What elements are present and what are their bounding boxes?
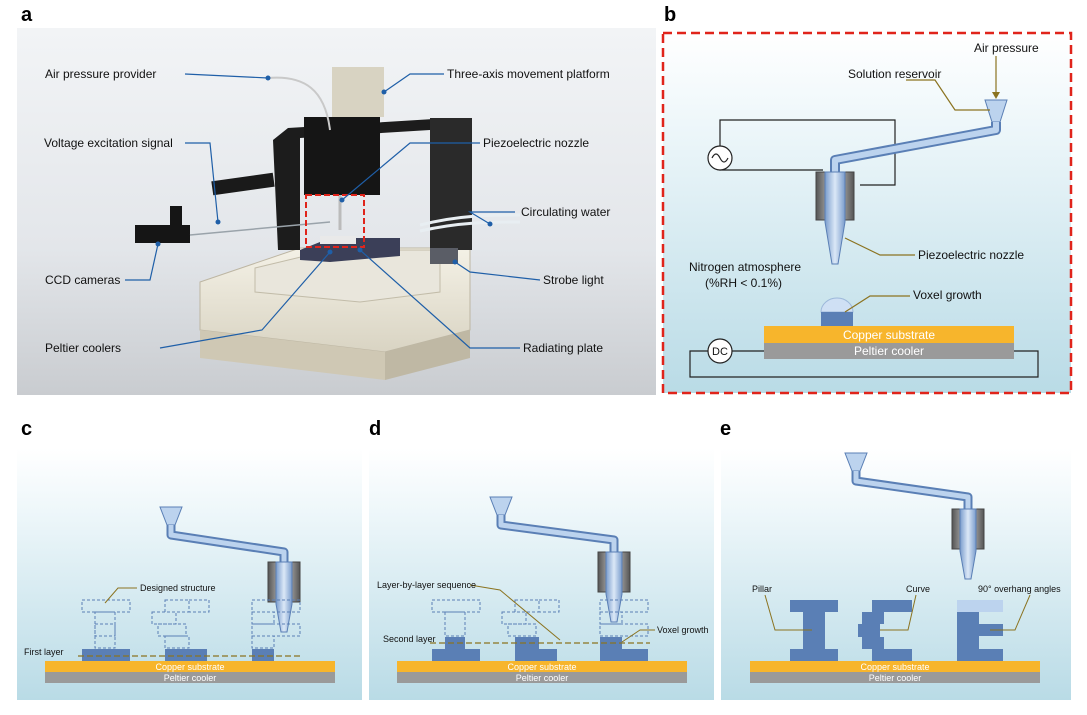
dc-source-icon: [707, 338, 733, 364]
c-first-layer-2: [165, 649, 207, 661]
d-leaders: [469, 584, 655, 643]
d-label-copper-substrate: Copper substrate: [507, 662, 576, 672]
label-peltier-coolers: Peltier coolers: [45, 341, 121, 355]
camera-top: [211, 172, 275, 196]
c-leaders: [104, 587, 137, 604]
strobe-light-device: [430, 248, 458, 264]
panel-a-leaders: [125, 73, 541, 349]
c-nozzle: [275, 561, 293, 633]
label-radiating-plate: Radiating plate: [523, 341, 603, 355]
substrate-plate: [320, 236, 356, 244]
label-copper-substrate-b: Copper substrate: [843, 328, 935, 342]
nozzle-body: [824, 171, 846, 265]
label-nitrogen-rh: (%RH < 0.1%): [705, 276, 782, 290]
c-copper-substrate: [45, 661, 335, 672]
d-label-voxel-growth: Voxel growth: [657, 625, 709, 635]
c-label-first-layer: First layer: [24, 647, 64, 657]
e-pillar-structure: [790, 600, 838, 661]
copper-substrate: [764, 326, 1014, 343]
label-voxel-growth-b: Voxel growth: [913, 288, 982, 302]
d-label-second-layer: Second layer: [383, 634, 436, 644]
panel-b-letter: b: [664, 4, 677, 26]
voxel-block: [821, 312, 853, 326]
c-label-designed-structure: Designed structure: [140, 583, 216, 593]
e-label-curve: Curve: [906, 584, 930, 594]
panel-d-letter: d: [369, 418, 382, 440]
z-axis-carriage: [304, 117, 380, 195]
water-tube: [419, 213, 521, 227]
voltage-circuit-wire: [719, 119, 896, 186]
label-air-pressure-provider: Air pressure provider: [45, 67, 156, 81]
panel-e: Pillar Curve 90° overhang angles Copper …: [721, 448, 1071, 700]
c-feed-tube-inner: [168, 525, 287, 562]
c-peltier-cooler: [45, 672, 335, 683]
d-second-layer-1: [445, 637, 465, 649]
dc-circuit-wire: [689, 350, 1039, 378]
e-label-overhang: 90° overhang angles: [978, 584, 1061, 594]
label-peltier-cooler-b: Peltier cooler: [854, 344, 924, 358]
e-leaders: [764, 594, 1031, 631]
label-piezoelectric-nozzle: Piezoelectric nozzle: [483, 136, 589, 150]
d-label-layer-sequence: Layer-by-layer sequence: [377, 580, 476, 590]
label-piezoelectric-nozzle-b: Piezoelectric nozzle: [918, 248, 1024, 262]
e-nozzle: [959, 508, 977, 580]
label-ccd-cameras: CCD cameras: [45, 273, 120, 287]
machine-base-side: [385, 330, 470, 380]
e-peltier-cooler: [750, 672, 1040, 683]
voxel-dome: [820, 297, 854, 313]
camera-mount: [170, 206, 182, 234]
peltier-cooler: [764, 343, 1014, 359]
panel-d: Layer-by-layer sequence Second layer Vox…: [369, 448, 714, 700]
d-label-peltier-cooler: Peltier cooler: [516, 673, 569, 683]
c-designed-structures: [81, 599, 301, 649]
gantry-right-column: [430, 118, 472, 250]
panel-c: Designed structure First layer Copper su…: [17, 448, 362, 700]
d-first-layer-2: [515, 649, 557, 661]
label-solution-reservoir: Solution reservoir: [848, 67, 941, 81]
d-second-layer-2: [515, 637, 539, 649]
panel-b-dashed-border: [661, 31, 1073, 395]
label-three-axis-platform: Three-axis movement platform: [447, 67, 610, 81]
c-label-peltier-cooler: Peltier cooler: [164, 673, 217, 683]
c-first-layer-1: [82, 649, 130, 661]
d-nozzle: [605, 551, 623, 623]
e-curve-structure: [858, 600, 912, 661]
e-label-copper-substrate: Copper substrate: [860, 662, 929, 672]
machine-base-front: [200, 330, 385, 380]
e-overhang-structure: [957, 600, 1003, 661]
label-air-pressure: Air pressure: [974, 41, 1039, 55]
label-strobe-light: Strobe light: [543, 273, 604, 287]
panel-b: Air pressure Solution reservoir Piezoele…: [661, 31, 1073, 395]
c-first-layer-3: [252, 649, 274, 661]
feed-tube-inner: [832, 122, 999, 172]
panel-e-letter: e: [720, 418, 732, 440]
panel-b-leaders: [844, 79, 990, 313]
panel-a: Air pressure provider Voltage excitation…: [17, 28, 656, 395]
label-dc: DC: [712, 346, 728, 358]
e-feed-tube-inner: [853, 471, 971, 509]
air-pressure-arrowhead: [992, 92, 1000, 99]
e-label-peltier-cooler: Peltier cooler: [869, 673, 922, 683]
d-first-layer-1: [432, 649, 480, 661]
label-voltage-excitation-signal: Voltage excitation signal: [44, 136, 173, 150]
ac-wave-icon: [711, 153, 729, 163]
label-circulating-water: Circulating water: [521, 205, 610, 219]
d-first-layer-3: [600, 649, 648, 661]
c-label-copper-substrate: Copper substrate: [155, 662, 224, 672]
d-peltier-cooler: [397, 672, 687, 683]
water-tube-2: [419, 220, 521, 233]
zoom-region-box: [305, 194, 365, 248]
e-copper-substrate: [750, 661, 1040, 672]
panel-a-letter: a: [21, 4, 33, 26]
d-feed-tube-inner: [498, 515, 617, 552]
z-axis-cover: [332, 67, 384, 117]
panel-c-letter: c: [21, 418, 33, 440]
air-tube: [267, 76, 331, 131]
d-copper-substrate: [397, 661, 687, 672]
e-label-pillar: Pillar: [752, 584, 772, 594]
label-nitrogen-atmosphere: Nitrogen atmosphere: [689, 260, 801, 274]
panel-a-leader-dots: [155, 75, 493, 265]
